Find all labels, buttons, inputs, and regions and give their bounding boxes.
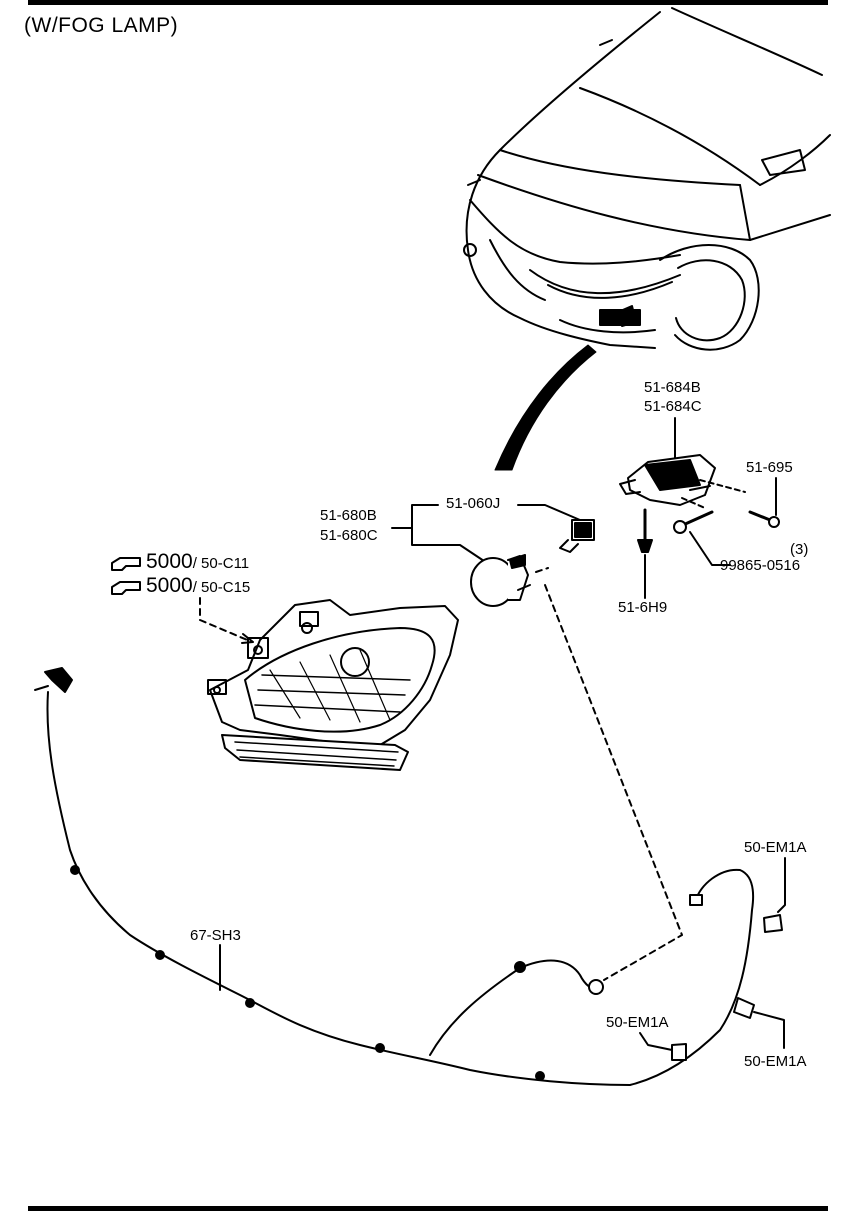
fog-bezel-grille bbox=[207, 599, 459, 771]
dashed-684-b bbox=[681, 497, 706, 509]
ref-5000-50-c11[interactable]: 5000/ 50-C11 bbox=[146, 550, 250, 574]
fog-switch-assembly bbox=[619, 454, 716, 506]
label-51-684b: 51-684B bbox=[644, 379, 701, 396]
pointing-hand-icon bbox=[111, 557, 141, 595]
bulb-51-060j bbox=[559, 519, 595, 553]
label-50-em1a-right: 50-EM1A bbox=[744, 1053, 807, 1070]
leader-060j bbox=[517, 504, 581, 521]
leader-em1a-top bbox=[777, 857, 786, 913]
leader-060j-left bbox=[411, 504, 491, 566]
label-51-684c: 51-684C bbox=[644, 398, 702, 415]
bottom-rule bbox=[28, 1206, 828, 1211]
top-rule bbox=[28, 0, 828, 5]
label-51-680c: 51-680C bbox=[320, 527, 378, 544]
car-front-illustration bbox=[463, 7, 831, 351]
ref-num: 5000 bbox=[146, 550, 193, 573]
label-51-060j: 51-060J bbox=[446, 495, 501, 512]
leader-em1a-right bbox=[753, 1011, 785, 1049]
label-51-680b: 51-680B bbox=[320, 507, 377, 524]
clip-51-6h9 bbox=[637, 508, 653, 553]
leader-99865 bbox=[689, 531, 731, 566]
wiring-harness bbox=[34, 667, 783, 1086]
dashed-ref-to-bezel bbox=[199, 597, 253, 643]
leader-em1a-mid bbox=[639, 1032, 673, 1051]
bolt-99865 bbox=[673, 510, 714, 534]
label-99865-0516: 99865-0516 bbox=[720, 557, 801, 574]
location-arrow bbox=[494, 344, 597, 471]
ref-num: 5000 bbox=[146, 574, 193, 597]
label-bolt-qty: (3) bbox=[790, 541, 809, 558]
label-67-sh3: 67-SH3 bbox=[190, 927, 241, 944]
ref-sub: / 50-C15 bbox=[192, 579, 251, 596]
ref-5000-50-c15[interactable]: 5000/ 50-C15 bbox=[146, 574, 251, 598]
label-51-6h9: 51-6H9 bbox=[618, 599, 668, 616]
label-50-em1a-mid: 50-EM1A bbox=[606, 1014, 669, 1031]
ref-sub: / 50-C11 bbox=[192, 555, 250, 572]
label-51-695: 51-695 bbox=[746, 459, 793, 476]
dashed-684 bbox=[699, 479, 746, 493]
screw-51-695 bbox=[748, 510, 780, 528]
fog-lamp-unit bbox=[470, 554, 531, 607]
label-50-em1a-top: 50-EM1A bbox=[744, 839, 807, 856]
arrow-ref-to-bezel bbox=[241, 633, 254, 644]
diagram-title: (W/FOG LAMP) bbox=[24, 14, 179, 37]
dashed-lamp-to-connector bbox=[535, 567, 683, 981]
